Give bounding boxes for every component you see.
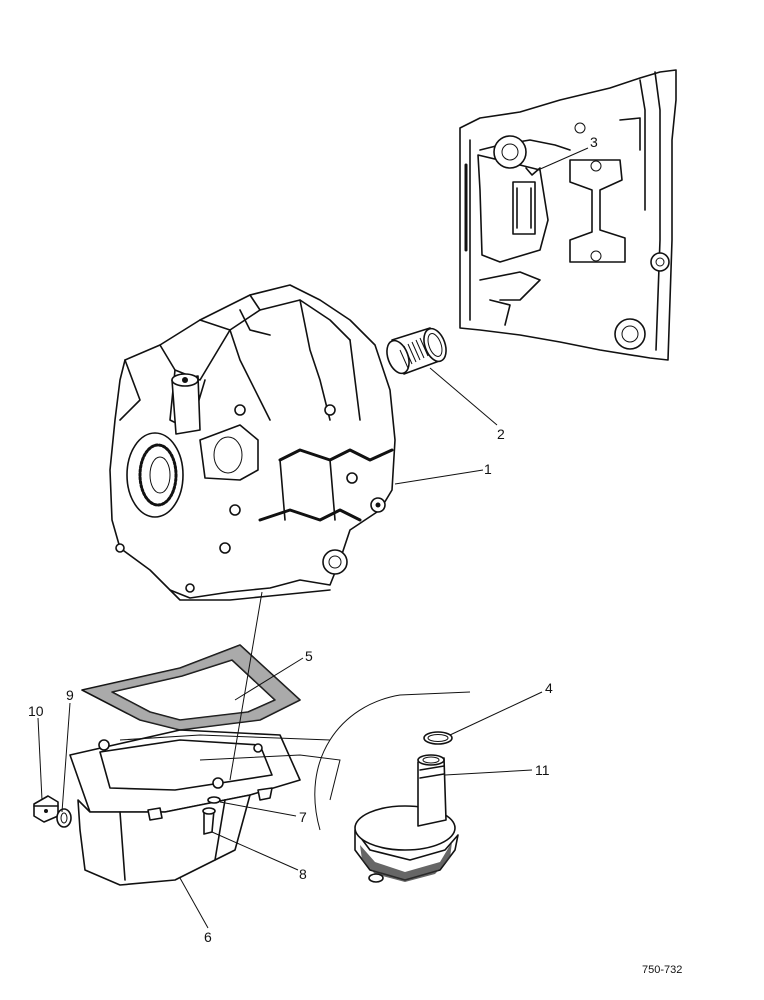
callout-10: 10 [28,703,44,719]
drain-plug [33,795,59,823]
drain-washer [56,808,72,828]
callout-9: 9 [66,687,74,703]
callout-11: 11 [535,762,550,778]
transmission-housing [109,284,396,601]
leader-lines [37,147,589,929]
oil-strainer [354,754,459,883]
callout-7: 7 [299,809,307,825]
callout-2: 2 [497,426,505,442]
oil-pan [69,729,301,886]
callout-1: 1 [484,461,492,477]
figure-number: 750-732 [642,964,682,976]
needle-bearing [386,327,447,375]
callout-labels: 3 2 1 5 4 9 10 11 7 8 6 [28,134,598,945]
callout-8: 8 [299,866,307,882]
o-ring [423,731,453,745]
callout-3: 3 [590,134,598,150]
inset-housing-view [459,69,677,361]
callout-4: 4 [545,680,553,696]
gasket [81,644,301,731]
callout-6: 6 [204,929,212,945]
alignment-lines [119,591,471,831]
callout-5: 5 [305,648,313,664]
bolt [202,807,216,835]
lock-washer [207,796,221,804]
